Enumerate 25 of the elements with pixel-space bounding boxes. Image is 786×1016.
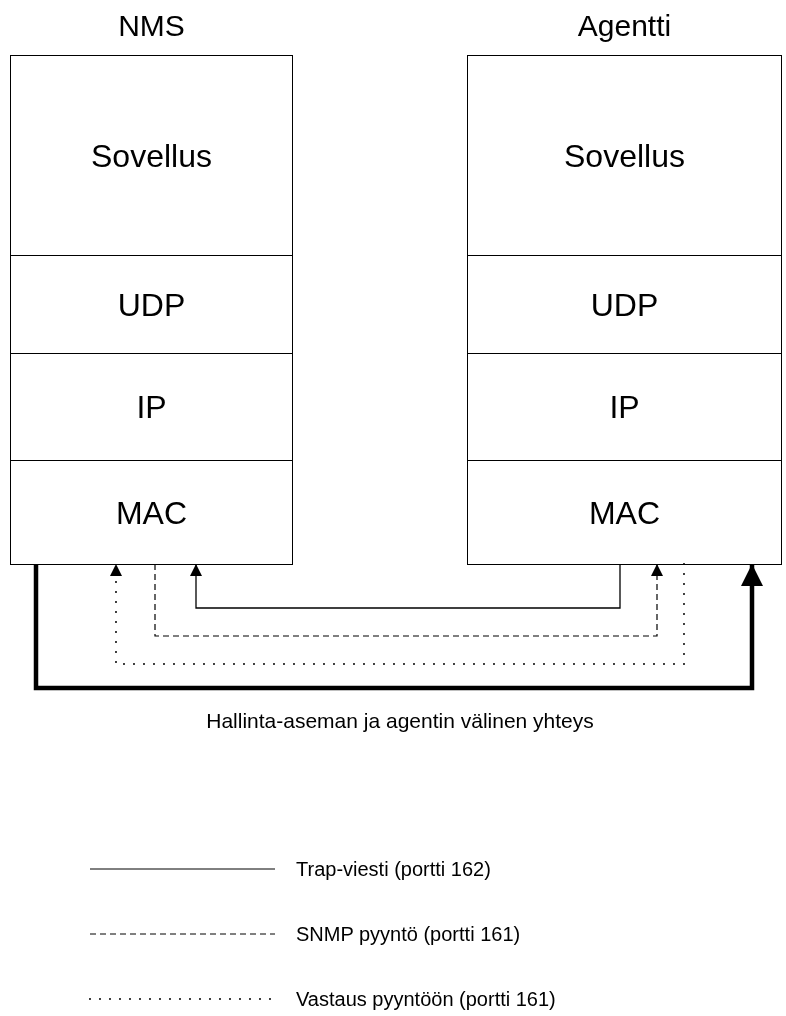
protocol-layer-box [467, 255, 782, 354]
legend-label: Trap-viesti (portti 162) [296, 857, 491, 881]
layer-label: IP [609, 388, 640, 426]
protocol-layer-box [10, 255, 293, 354]
arrow [33, 564, 763, 691]
legend-label: Vastaus pyyntöön (portti 161) [296, 987, 556, 1011]
protocol-layer-box [467, 55, 782, 256]
protocol-layer-box [467, 353, 782, 461]
arrow [154, 563, 663, 637]
protocol-layer-box [10, 460, 293, 565]
protocol-layer-box [10, 55, 293, 256]
layer-label: UDP [590, 285, 659, 324]
layer-label: UDP [117, 285, 186, 324]
legend-label: SNMP pyyntö (portti 161) [296, 922, 521, 946]
layer-label: IP [136, 388, 167, 426]
layer-label: MAC [115, 493, 188, 532]
arrow [110, 563, 685, 665]
layer-label: MAC [588, 493, 661, 532]
protocol-layer-box [10, 353, 293, 461]
stack-heading: NMS [117, 8, 186, 44]
protocol-layer-box [467, 460, 782, 565]
layer-label: Sovellus [564, 136, 685, 175]
layer-label: Sovellus [91, 136, 212, 175]
stack-heading: Agentti [576, 8, 673, 44]
arrow [190, 563, 621, 609]
